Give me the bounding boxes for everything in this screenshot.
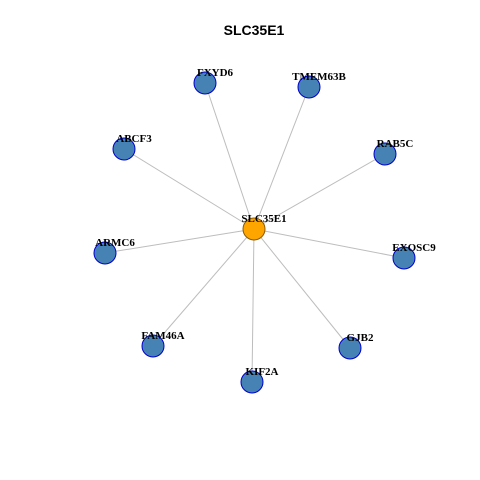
edge-slc35e1-fam46a	[152, 228, 255, 347]
node-circle	[242, 217, 266, 241]
node-circle	[338, 336, 362, 360]
edge-slc35e1-kif2a	[251, 228, 255, 383]
edge-slc35e1-armc6	[104, 228, 255, 254]
node-label: ABCF3	[116, 133, 152, 145]
node-armc6: ARMC6	[93, 237, 135, 265]
edge-slc35e1-rab5c	[253, 153, 386, 230]
edge-slc35e1-fxyd6	[204, 82, 255, 230]
node-rab5c: RAB5C	[373, 138, 414, 166]
node-label: ARMC6	[95, 237, 135, 249]
edge-slc35e1-exosc9	[253, 228, 405, 259]
node-label: GJB2	[347, 332, 374, 344]
node-label: TMEM63B	[292, 71, 346, 83]
node-circle	[93, 241, 117, 265]
node-circle	[112, 137, 136, 161]
diagram-title: SLC35E1	[224, 22, 285, 38]
edge-slc35e1-abcf3	[123, 148, 255, 230]
node-fxyd6: FXYD6	[193, 67, 234, 95]
node-label: RAB5C	[377, 138, 414, 150]
node-circle	[141, 334, 165, 358]
edge-layer	[104, 82, 405, 383]
node-label: SLC35E1	[241, 213, 286, 225]
node-circle	[373, 142, 397, 166]
center-node-slc35e1: SLC35E1	[241, 213, 287, 241]
edge-slc35e1-gjb2	[253, 228, 351, 349]
edge-slc35e1-tmem63b	[253, 86, 310, 230]
node-kif2a: KIF2A	[240, 366, 279, 394]
node-label: EXOSC9	[392, 242, 436, 254]
node-abcf3: ABCF3	[112, 133, 152, 161]
node-label: FXYD6	[197, 67, 234, 79]
node-circle	[297, 75, 321, 99]
node-circle	[240, 370, 264, 394]
node-tmem63b: TMEM63B	[292, 71, 347, 99]
node-circle	[392, 246, 416, 270]
node-label: KIF2A	[246, 366, 279, 378]
node-gjb2: GJB2	[338, 332, 374, 360]
node-exosc9: EXOSC9	[392, 242, 436, 270]
node-circle	[193, 71, 217, 95]
node-fam46a: FAM46A	[141, 330, 185, 358]
node-label: FAM46A	[141, 330, 184, 342]
